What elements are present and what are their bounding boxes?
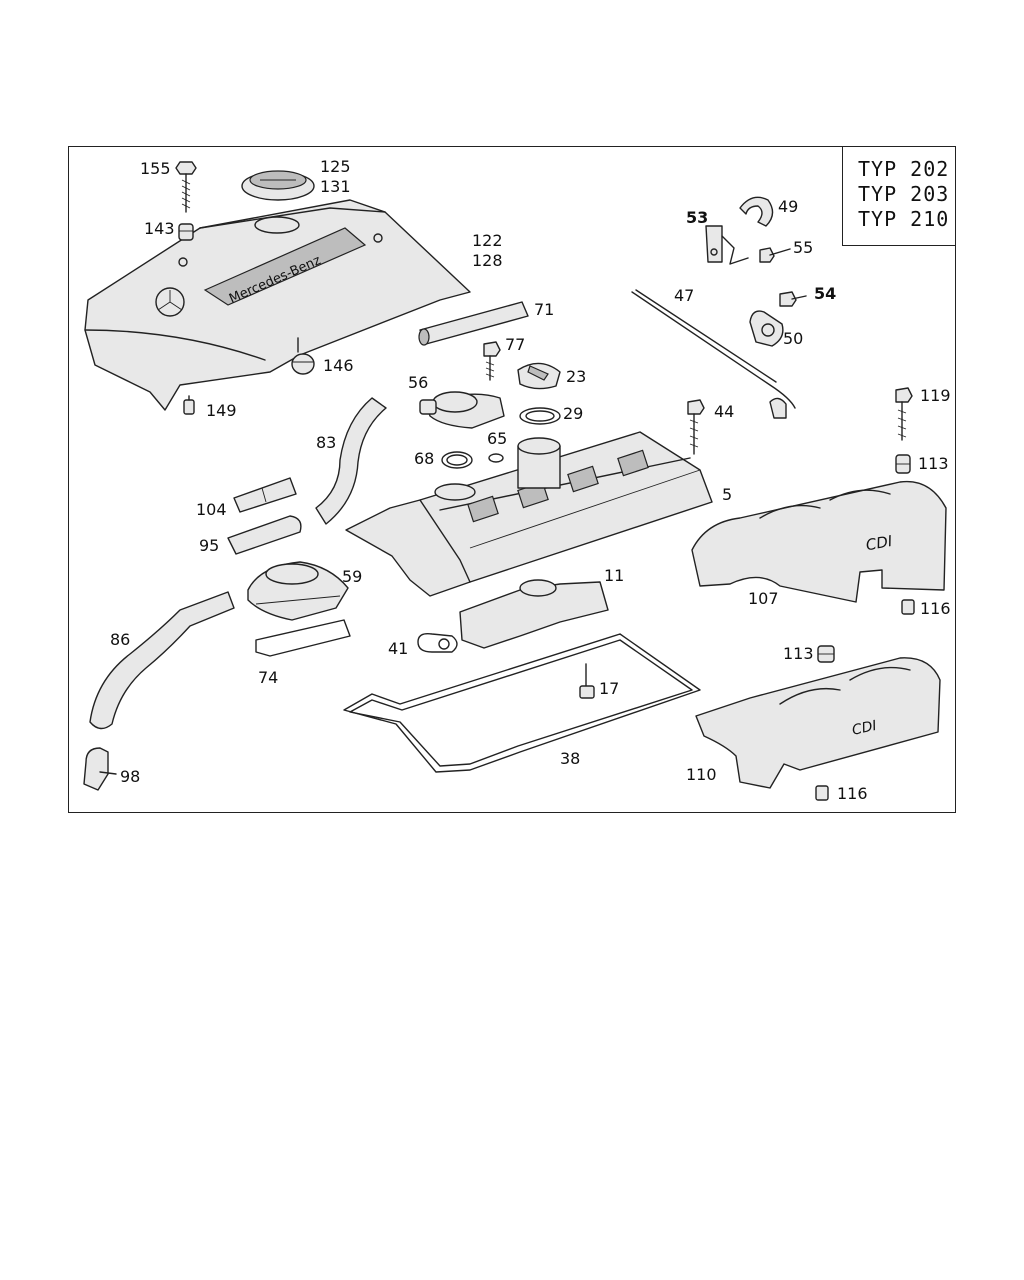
callout-17: 17 (599, 679, 620, 698)
callout-116-top: 116 (920, 599, 951, 618)
grommet-113-bottom (817, 645, 835, 663)
callout-116-bottom: 116 (837, 784, 868, 803)
seal-ring-68 (441, 451, 473, 469)
callout-146: 146 (323, 356, 354, 375)
bolt-54 (779, 291, 807, 307)
elbow-98 (83, 747, 117, 791)
seal-41 (417, 632, 458, 653)
callout-113-bottom: 113 (783, 644, 814, 663)
callout-83: 83 (316, 433, 337, 452)
gasket-38 (343, 633, 701, 773)
grommet-113-top (895, 454, 911, 474)
vent-pipe-47 (631, 289, 796, 419)
callout-41: 41 (388, 639, 409, 658)
callout-65: 65 (487, 429, 508, 448)
callout-50: 50 (783, 329, 804, 348)
hose-83 (315, 397, 387, 525)
callout-11: 11 (604, 566, 625, 585)
callout-29: 29 (563, 404, 584, 423)
callout-125: 125 (320, 157, 351, 176)
callout-53: 53 (686, 208, 709, 227)
callout-77: 77 (505, 335, 526, 354)
bolt-77 (483, 341, 501, 381)
connector-95 (227, 515, 302, 555)
seal-strip-71 (418, 301, 529, 346)
callout-149: 149 (206, 401, 237, 420)
callout-56: 56 (408, 373, 429, 392)
callout-59: 59 (342, 567, 363, 586)
stud-116-bottom (815, 785, 829, 801)
grommet-146 (291, 337, 315, 375)
callout-95: 95 (199, 536, 220, 555)
callout-122: 122 (472, 231, 503, 250)
clamp-50 (749, 310, 784, 347)
oil-filler-cap (241, 170, 315, 201)
callout-47: 47 (674, 286, 695, 305)
separator-59 (247, 561, 349, 621)
callout-143: 143 (144, 219, 175, 238)
cover-107-cdi-text: CDI (864, 532, 894, 554)
cover-110-cdi-text: CDI (851, 718, 878, 739)
cap-23 (517, 362, 561, 390)
bolt-155 (175, 161, 197, 213)
callout-38: 38 (560, 749, 581, 768)
gasket-74 (255, 619, 351, 657)
callout-86: 86 (110, 630, 131, 649)
bolt-44 (687, 399, 705, 455)
callout-128: 128 (472, 251, 503, 270)
callout-23: 23 (566, 367, 587, 386)
bolt-17 (579, 663, 595, 699)
callout-98: 98 (120, 767, 141, 786)
callout-104: 104 (196, 500, 227, 519)
callout-55: 55 (793, 238, 814, 257)
part-11 (459, 579, 609, 649)
callout-107: 107 (748, 589, 779, 608)
callout-68: 68 (414, 449, 435, 468)
seal-ring-65 (488, 453, 504, 463)
cover-107: CDI (691, 480, 947, 603)
callout-74: 74 (258, 668, 279, 687)
clip-49 (739, 196, 774, 227)
callout-155: 155 (140, 159, 171, 178)
callout-113-top: 113 (918, 454, 949, 473)
callout-54: 54 (814, 284, 837, 303)
grommet-143 (178, 223, 194, 241)
typ-line-1: TYP 202 (858, 157, 950, 181)
hose-86 (89, 591, 235, 730)
callout-49: 49 (778, 197, 799, 216)
model-type-box: TYP 202 TYP 203 TYP 210 (842, 147, 955, 246)
typ-line-2: TYP 203 (858, 182, 950, 206)
bracket-53 (705, 225, 749, 265)
callout-71: 71 (534, 300, 555, 319)
oil-separator-56 (419, 391, 505, 429)
seal-ring-29 (519, 407, 561, 425)
callout-110: 110 (686, 765, 717, 784)
engine-cover: Mercedes-Benz (84, 199, 471, 411)
hose-piece-104 (233, 477, 297, 513)
stud-116-top (901, 599, 915, 615)
callout-5: 5 (722, 485, 733, 504)
bolt-119 (895, 387, 913, 441)
diagram-frame (68, 146, 956, 813)
cover-110: CDI (695, 657, 941, 789)
callout-44: 44 (714, 402, 735, 421)
bolt-55 (759, 247, 791, 263)
callout-119: 119 (920, 386, 951, 405)
cylinder-head-cover-5 (345, 431, 713, 597)
stud-149 (183, 395, 195, 415)
typ-line-3: TYP 210 (858, 207, 950, 231)
callout-131: 131 (320, 177, 351, 196)
